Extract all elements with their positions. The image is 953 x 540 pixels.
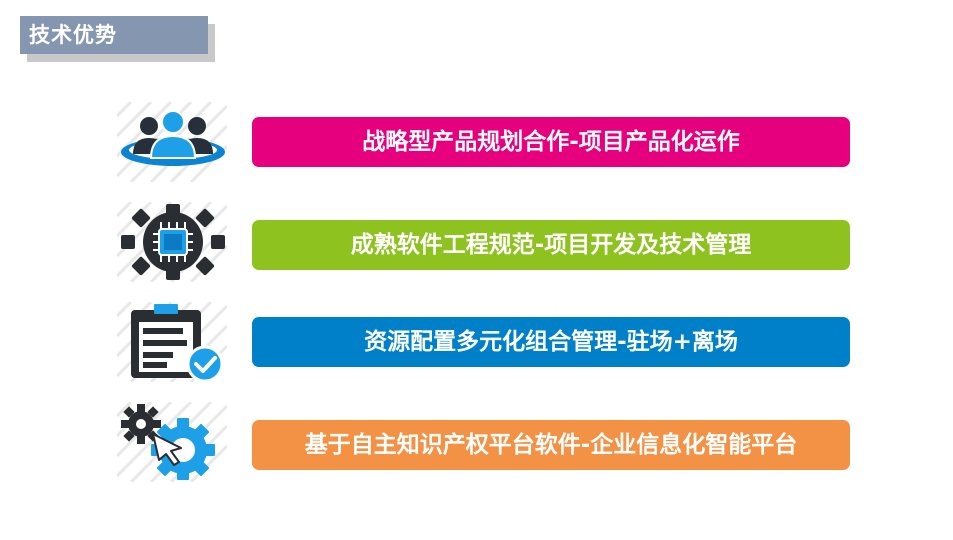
clipboard-check-icon <box>117 302 227 382</box>
feature-row-3: 资源配置多元化组合管理-驻场+离场 <box>0 302 953 382</box>
users-icon <box>117 102 227 182</box>
feature-bar-1: 战略型产品规划合作-项目产品化运作 <box>252 117 850 167</box>
feature-bar-4: 基于自主知识产权平台软件-企业信息化智能平台 <box>252 420 850 470</box>
gear-chip-icon <box>117 202 227 282</box>
gears-cursor-icon <box>117 402 227 482</box>
feature-row-2: 成熟软件工程规范-项目开发及技术管理 <box>0 202 953 282</box>
feature-row-1: 战略型产品规划合作-项目产品化运作 <box>0 102 953 182</box>
section-title-label: 技术优势 <box>20 16 208 54</box>
feature-bar-3: 资源配置多元化组合管理-驻场+离场 <box>252 317 850 367</box>
feature-bar-2: 成熟软件工程规范-项目开发及技术管理 <box>252 220 850 270</box>
feature-row-4: 基于自主知识产权平台软件-企业信息化智能平台 <box>0 402 953 482</box>
section-title: 技术优势 <box>20 16 215 62</box>
